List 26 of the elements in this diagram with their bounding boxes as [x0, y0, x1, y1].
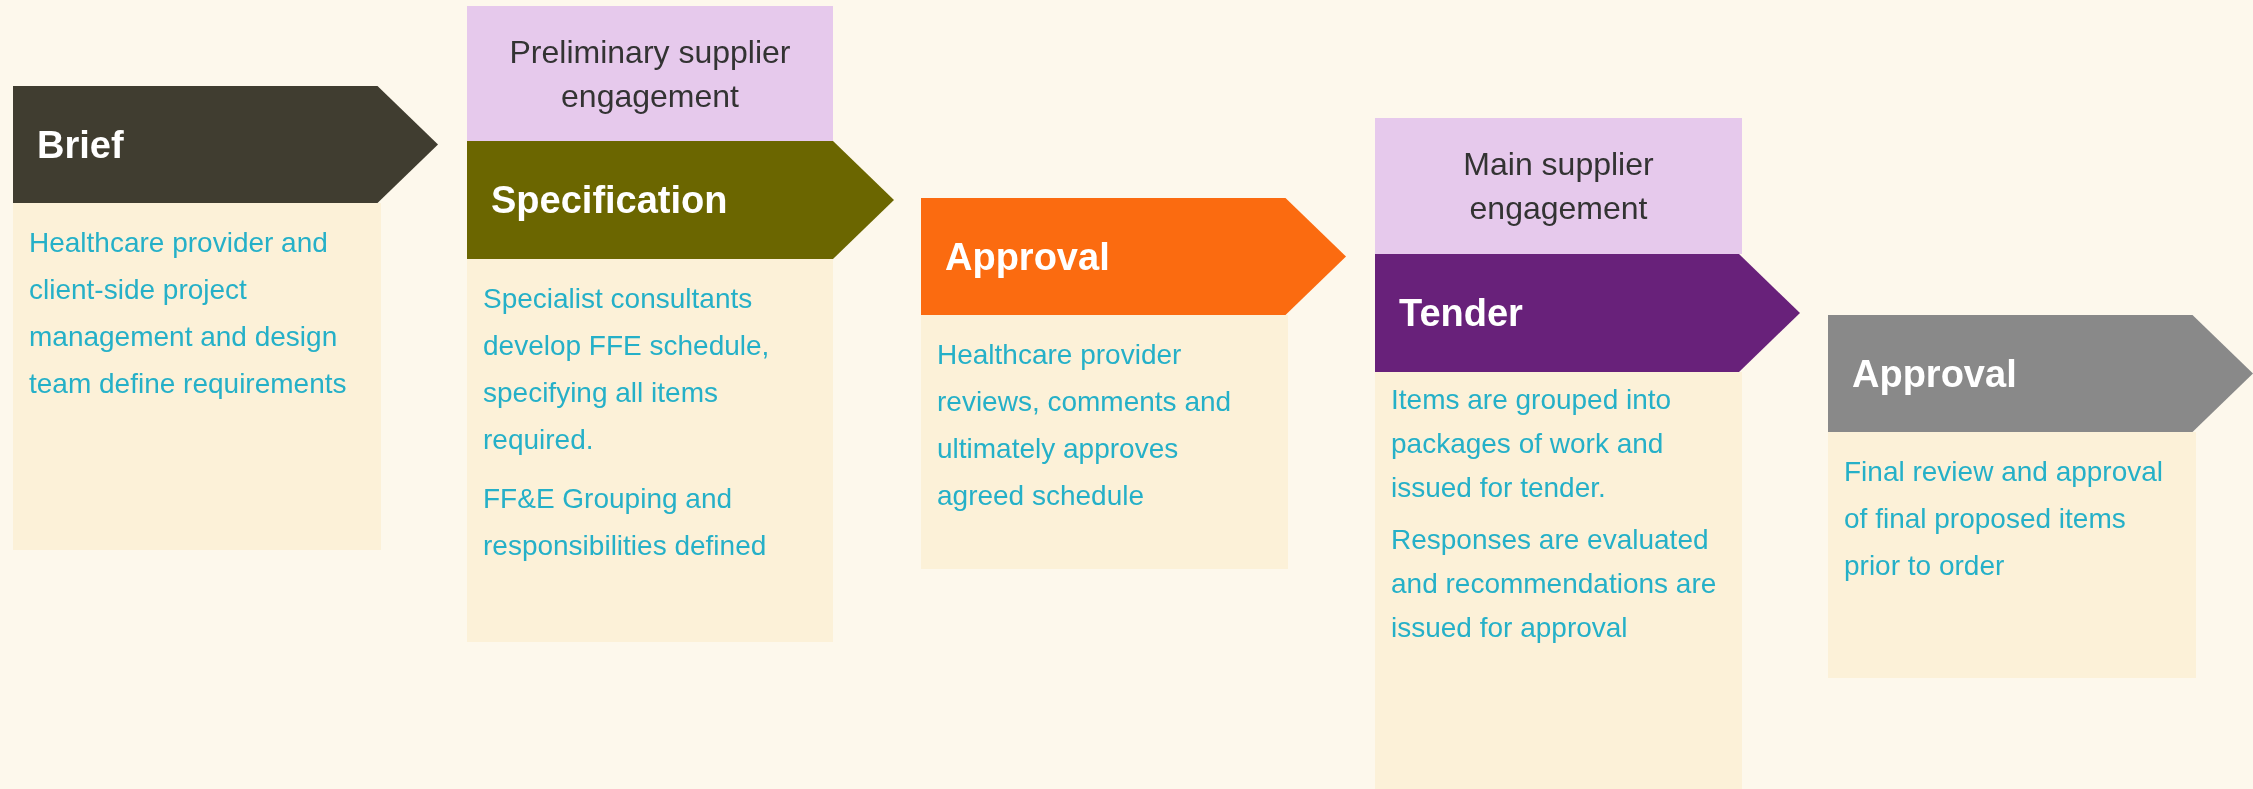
description-panel: [921, 315, 1288, 569]
description-text: Items are grouped into packages of work and issued for tender.: [1391, 383, 1673, 505]
description-panel: [1375, 372, 1742, 789]
banner-text: Preliminary supplier engagement: [508, 32, 792, 116]
stage-title: Tender: [1399, 294, 1523, 332]
description-text: Responses are evaluated and recommendations are issued for approval: [1391, 523, 1718, 645]
stage-header-tab: [13, 86, 438, 203]
stage-title: Specification: [491, 181, 728, 219]
stage-title: Brief: [37, 125, 124, 164]
description-text: Healthcare provider reviews, comments and ultimately approves agreed schedule: [937, 338, 1233, 513]
stage-title: Approval: [945, 237, 1110, 276]
description-text: Healthcare provider and client-side project management and design team define requirements: [29, 226, 348, 401]
description-text: Final review and approval of final proposed items prior to order: [1844, 455, 2165, 583]
description-text: FF&E Grouping and responsibilities defined: [483, 482, 768, 563]
stage-header-tab: [1375, 254, 1800, 372]
stage-header-tab: [1828, 315, 2253, 432]
banner-text: Main supplier engagement: [1462, 145, 1655, 228]
description-panel: [1828, 432, 2196, 678]
description-text: Specialist consultants develop FFE schedule, specifying all items required.: [483, 282, 771, 457]
phase-banner: [1375, 118, 1742, 254]
phase-banner: [467, 6, 833, 141]
description-panel: [13, 203, 381, 550]
stage-header-tab: [467, 141, 894, 259]
description-panel: [467, 259, 833, 642]
stage-title: Approval: [1852, 354, 2017, 393]
stage-header-tab: [921, 198, 1346, 315]
